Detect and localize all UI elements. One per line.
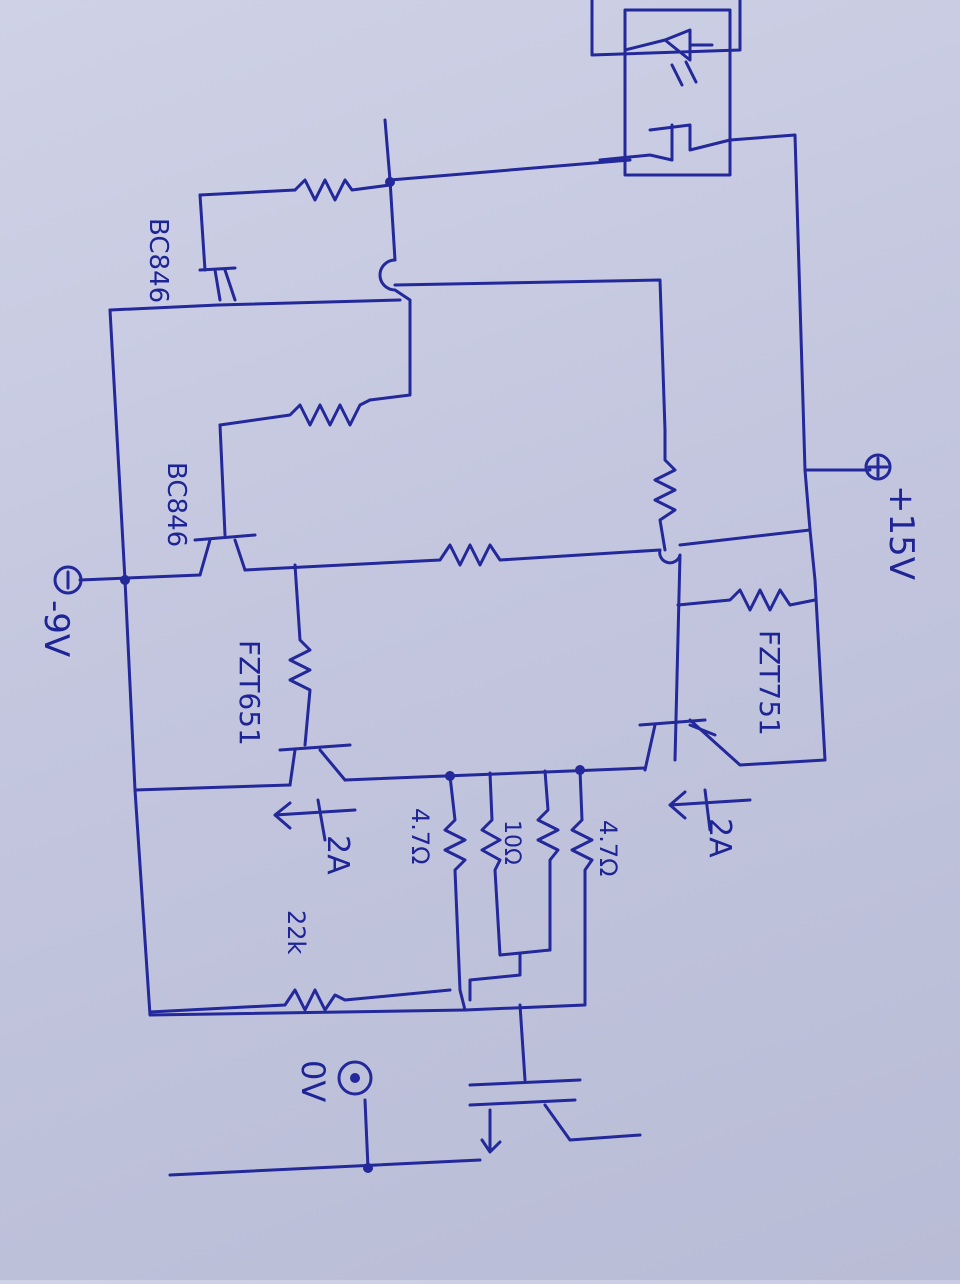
- resistor-bank: 4.7Ω 10Ω 4.7Ω: [406, 768, 622, 1012]
- current-left: 2A: [273, 798, 357, 875]
- top-wiring: [198, 118, 872, 767]
- mosfet: [168, 1003, 642, 1177]
- supply-neg-label: -9V: [36, 600, 76, 657]
- optocoupler: [590, 0, 742, 177]
- right-resistor: [676, 588, 817, 612]
- mid-line: [243, 428, 812, 762]
- transistor-q3: FZT651: [133, 563, 352, 792]
- q3-label: FZT651: [233, 640, 266, 746]
- transistor-q1: BC846: [108, 218, 402, 312]
- transistor-q2: BC846: [161, 462, 257, 577]
- ground-label: 0V: [294, 1060, 332, 1102]
- r-bottom-label: 22k: [282, 910, 310, 955]
- current-right-label: 2A: [702, 818, 737, 858]
- current-left-label: 2A: [320, 835, 355, 875]
- r-left-label: 4.7Ω: [406, 808, 434, 865]
- q4-label: FZT751: [753, 630, 786, 736]
- terminal-ground: 0V: [294, 1060, 373, 1102]
- upper-resistor: [218, 398, 372, 537]
- supply-pos-label: +15V: [881, 485, 921, 580]
- r-mid-label: 10Ω: [499, 820, 524, 865]
- current-right: 2A: [668, 788, 752, 858]
- q1-label: BC846: [143, 218, 173, 303]
- terminal-pos: +15V: [864, 453, 921, 580]
- q2-label: BC846: [161, 462, 191, 547]
- bottom-resistor: 22k: [148, 910, 452, 1014]
- emitter-bus: [343, 765, 647, 782]
- r-right-label: 4.7Ω: [594, 820, 622, 877]
- terminal-neg: -9V: [36, 565, 83, 657]
- transistor-q4: FZT751: [638, 630, 786, 772]
